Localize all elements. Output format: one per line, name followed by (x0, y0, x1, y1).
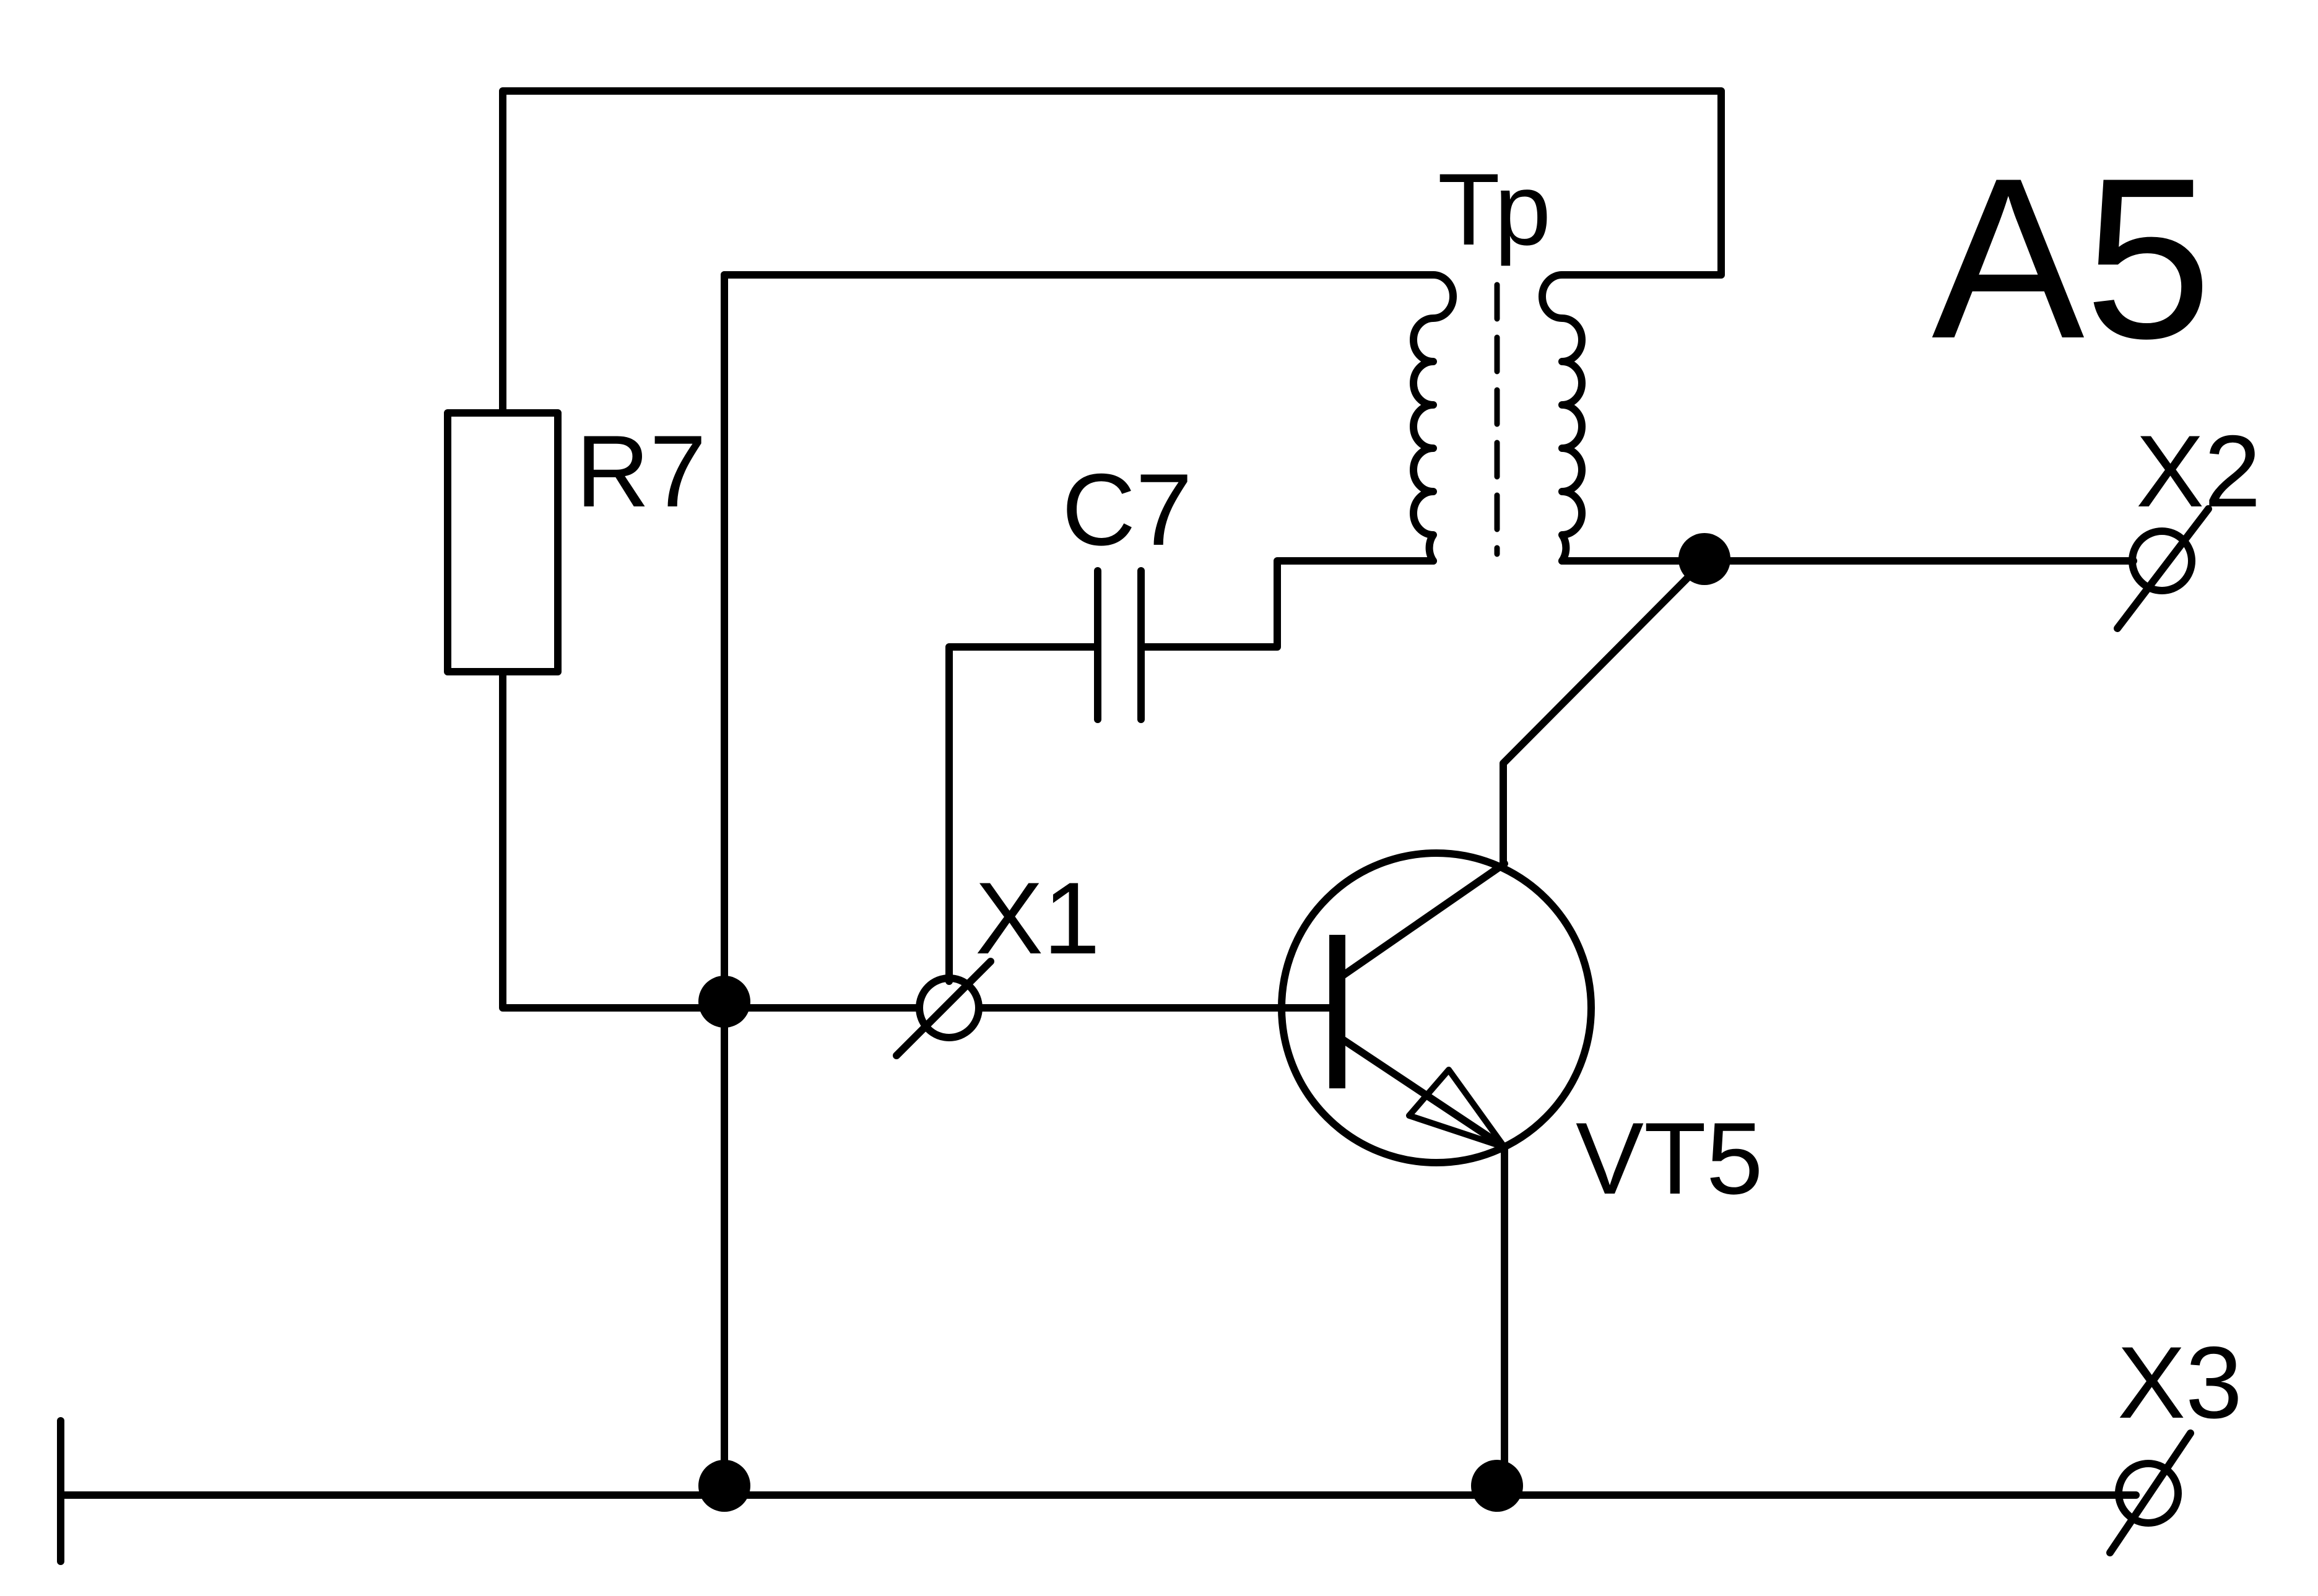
resistor-label: R7 (576, 414, 706, 528)
capacitor-c7 (1094, 567, 1145, 723)
terminal-x1 (893, 958, 994, 1059)
wire-capacitor-branch (945, 557, 1437, 985)
transistor-label: VT5 (1576, 1101, 1763, 1215)
wire-feedback-loop (499, 87, 1725, 1012)
transistor-vt5 (1278, 849, 1595, 1499)
junction-dot (1471, 1460, 1523, 1512)
wire-output-x2 (1500, 557, 2137, 867)
transformer-primary-winding (1410, 271, 1457, 565)
junction-dot (698, 976, 750, 1028)
terminal-x3-label: X3 (2117, 1325, 2242, 1439)
resistor-r7 (444, 409, 562, 675)
junction-dot (698, 1460, 750, 1512)
terminal-x3 (2106, 1429, 2194, 1556)
terminal-x2-label: X2 (2136, 414, 2261, 528)
capacitor-label: C7 (1062, 453, 1192, 566)
terminal-x2 (2114, 505, 2212, 632)
wire-left-bus (721, 271, 1437, 1499)
terminal-x1-label: X1 (975, 861, 1100, 975)
ground-rail (57, 1417, 2140, 1565)
transformer-secondary-winding (1539, 271, 1586, 565)
junction-dot (1678, 533, 1730, 585)
transformer-label: Тр (1438, 152, 1551, 266)
module-label: A5 (1932, 131, 2212, 386)
